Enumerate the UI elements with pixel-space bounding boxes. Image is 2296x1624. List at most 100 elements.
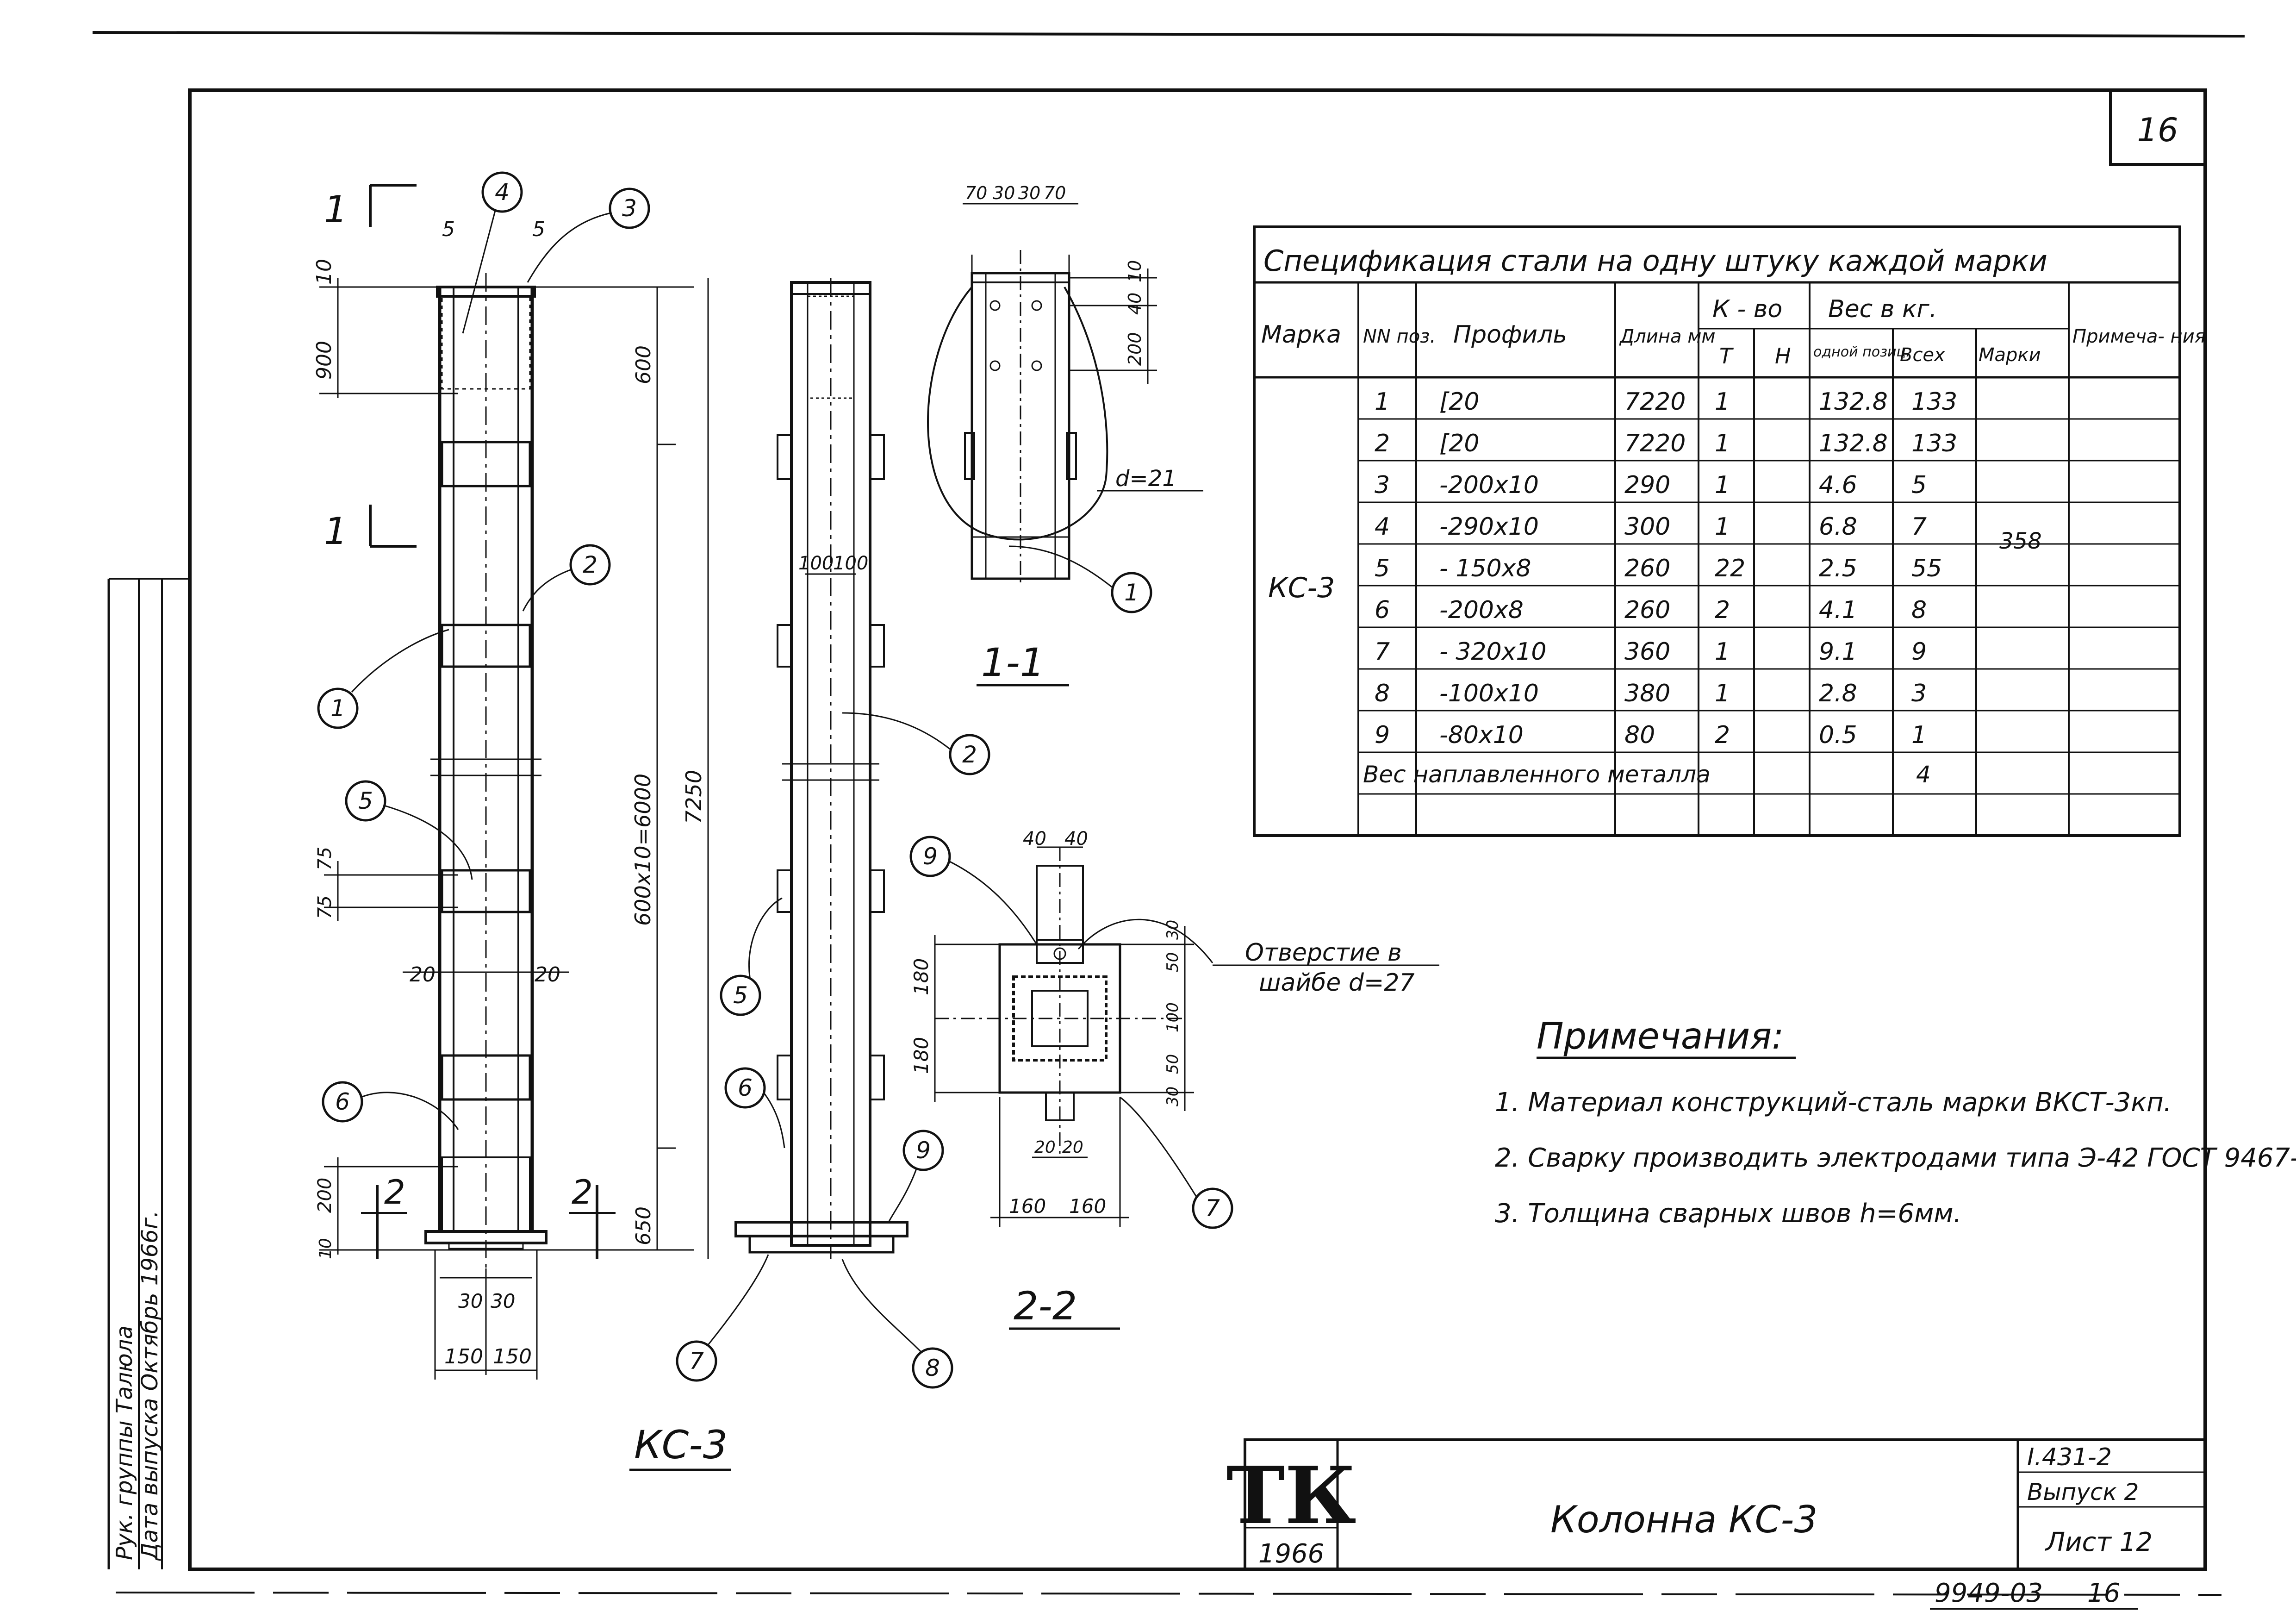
row-weight-all: 133 (1911, 430, 1957, 457)
row-profile: -200x10 (1439, 471, 1539, 499)
notes-title: Примечания: (1537, 1016, 1784, 1057)
row-length: 7220 (1624, 388, 1686, 416)
hdr-w-one: одной позиц. (1813, 344, 1910, 360)
row-weight-all: 7 (1911, 513, 1927, 541)
row-weight-one: 0.5 (1819, 721, 1857, 749)
svg-text:3: 3 (622, 195, 637, 222)
dim-10-top: 10 (312, 259, 336, 285)
row-weight-all: 9 (1911, 638, 1927, 666)
dim-600: 600 (632, 345, 655, 384)
dim-75-b: 75 (314, 895, 336, 919)
row-pos: 5 (1375, 555, 1390, 582)
sheet-label: Лист 12 (2045, 1527, 2153, 1557)
callout-2-main: 2 (522, 544, 611, 612)
row-weight-one: 132.8 (1819, 430, 1888, 457)
svg-text:6: 6 (335, 1088, 350, 1115)
dim-7250: 7250 (681, 770, 706, 824)
weld-row-label: Вес наплавленного металла (1363, 761, 1711, 788)
row-weight-all: 5 (1911, 471, 1927, 499)
svg-text:1: 1 (330, 695, 345, 722)
hdr-note: Примеча- ния (2072, 326, 2206, 347)
hdr-w-mark: Марки (1979, 344, 2041, 366)
row-qty-t: 1 (1715, 680, 1730, 707)
row-qty-t: 1 (1715, 513, 1730, 541)
callout-2-side: 2 (842, 712, 990, 775)
section-mark-1b: 1 (324, 510, 348, 553)
notes: Примечания: 1. Материал конструкций-стал… (1495, 1016, 2296, 1229)
dim-20-left: 20 (410, 963, 436, 987)
dim-5-right: 5 (532, 218, 545, 241)
svg-text:9: 9 (923, 843, 938, 870)
note-3: 3. Толщина сварных швов h=6мм. (1495, 1199, 1961, 1229)
dim-30-a: 30 (458, 1290, 483, 1312)
drawing-title: Колонна КС-3 (1550, 1498, 1817, 1541)
row-qty-t: 1 (1715, 430, 1730, 457)
row-pos: 3 (1375, 471, 1390, 499)
weld-row-weight: 4 (1916, 761, 1931, 788)
row-pos: 6 (1375, 596, 1390, 624)
row-weight-all: 1 (1911, 721, 1927, 749)
dim-10-bottom: 10 (316, 1238, 335, 1259)
svg-text:2: 2 (583, 551, 597, 578)
row-weight-one: 132.8 (1819, 388, 1888, 416)
callouts: 4 3 2 1 5 6 1 2 5 6 9 7 8 9 7 (317, 171, 1233, 1389)
side-stamp-row-2: Дата выпуска Октябрь 1966г. (137, 1211, 163, 1561)
row-profile: -290x10 (1439, 513, 1539, 541)
s2-dim-20-right: 20 (1062, 1138, 1083, 1157)
side-stamp: Рук. группы Талюла Дата выпуска Октябрь … (107, 578, 190, 1569)
row-pos: 9 (1375, 721, 1390, 749)
svg-text:4: 4 (495, 179, 510, 206)
main-view-label: КС-3 (634, 1422, 728, 1468)
dim-200-bottom: 200 (314, 1178, 336, 1213)
svg-text:7: 7 (689, 1348, 704, 1374)
hdr-pos: NN поз. (1363, 326, 1436, 347)
dim-5-left: 5 (442, 218, 455, 241)
svg-text:1: 1 (1124, 579, 1139, 606)
hdr-qty-n: Н (1775, 344, 1791, 369)
s1-dim-40: 40 (1125, 293, 1145, 315)
row-length: 300 (1624, 513, 1670, 541)
row-weight-one: 6.8 (1819, 513, 1857, 541)
dim-150-right: 150 (493, 1345, 532, 1368)
note-1: 1. Материал конструкций-сталь марки ВКСТ… (1495, 1087, 2172, 1118)
svg-text:6: 6 (738, 1074, 753, 1101)
s1-dim-30-right: 30 (1018, 183, 1040, 203)
hole-note-line-1: Отверстие в (1245, 939, 1402, 967)
row-length: 260 (1624, 555, 1670, 582)
row-profile: -80x10 (1439, 721, 1524, 749)
s1-dim-70-left: 70 (965, 183, 987, 203)
side-stamp-row-1: Рук. группы Талюла (112, 1325, 137, 1560)
row-weight-one: 2.8 (1819, 680, 1857, 707)
s1-dim-30-left: 30 (993, 183, 1015, 203)
dim-6000: 600x10=6000 (630, 774, 655, 926)
logo-tk: ТК (1226, 1449, 1356, 1542)
section-1-1-view: 70 30 30 70 10 40 200 d=21 1-1 (927, 183, 1203, 687)
callout-5-main: 5 (345, 780, 473, 880)
row-qty-t: 2 (1715, 721, 1730, 749)
main-column-view: 1 1 2 2 5 5 10 900 600 600x10=6000 7250 … (312, 184, 731, 1471)
row-qty-t: 22 (1715, 555, 1745, 582)
issue-number: Выпуск 2 (2027, 1479, 2139, 1505)
row-pos: 8 (1375, 680, 1390, 707)
section-2-2-label: 2-2 (1014, 1283, 1077, 1329)
row-weight-one: 4.1 (1819, 596, 1857, 624)
row-weight-one: 2.5 (1819, 555, 1857, 582)
row-pos: 7 (1375, 638, 1390, 666)
section-mark-2b: 2 (572, 1173, 593, 1212)
row-pos: 4 (1375, 513, 1390, 541)
sheet-number: 16 (2137, 111, 2178, 149)
sheet-frame (188, 88, 2207, 1571)
dim-100-left: 100 (798, 553, 834, 574)
spec-row: 9 -80x10 80 2 0.5 1 (1375, 721, 1927, 749)
row-weight-one: 4.6 (1819, 471, 1857, 499)
callout-6-side: 6 (724, 1067, 785, 1149)
row-length: 80 (1624, 721, 1655, 749)
spec-row: 4 -290x10 300 1 6.8 7 (1375, 513, 1927, 541)
s2-dim-30-bottom: 30 (1164, 1087, 1182, 1106)
